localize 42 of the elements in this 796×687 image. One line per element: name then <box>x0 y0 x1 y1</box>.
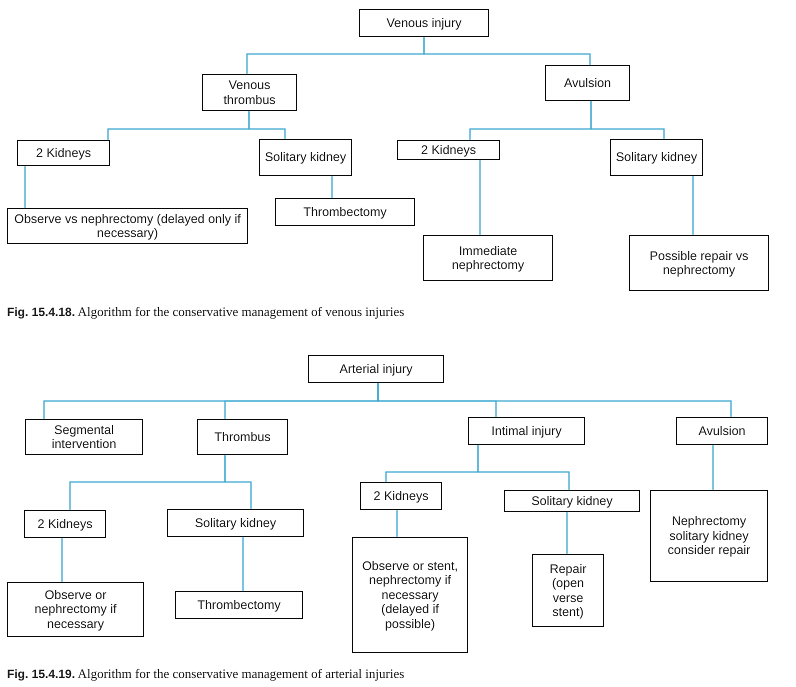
process-box: Segmental intervention <box>25 419 143 455</box>
connector-line <box>566 512 568 554</box>
connector-line <box>423 37 591 65</box>
connector-line <box>377 383 732 417</box>
process-box: Observe or nephrectomy if necessary <box>7 582 144 637</box>
figure-caption: Fig. 15.4.19. Algorithm for the conservative management of arterial injuries <box>7 666 404 682</box>
connector-line <box>24 166 26 208</box>
process-box: 2 Kidneys <box>397 140 500 160</box>
connector-line <box>712 445 714 490</box>
process-box: 2 Kidneys <box>360 482 442 510</box>
process-box: Thrombus <box>197 419 288 455</box>
process-box: Intimal injury <box>468 417 585 445</box>
process-box: Thrombectomy <box>175 591 303 619</box>
connector-line <box>242 537 244 591</box>
connector-line <box>692 176 694 235</box>
process-box: Repair (open verse stent) <box>532 554 604 627</box>
process-box: Observe vs nephrectomy (delayed only if necessary) <box>7 208 248 244</box>
process-box: Solitary kidney <box>504 490 640 512</box>
process-box: Solitary kidney <box>610 139 703 176</box>
process-box: Avulsion <box>676 417 768 445</box>
process-box: Thrombectomy <box>275 198 415 226</box>
process-box: Nephrectomy solitary kidney consider repair <box>650 490 768 582</box>
process-box: Possible repair vs nephrectomy <box>629 235 769 291</box>
process-box: Observe or stent, nephrectomy if necessary (delayed if possible) <box>352 537 468 653</box>
process-box: Solitary kidney <box>259 139 352 176</box>
process-box: Avulsion <box>545 65 630 101</box>
connector-line <box>479 160 481 235</box>
process-box: 2 Kidneys <box>24 510 106 538</box>
process-box: Solitary kidney <box>167 509 304 537</box>
connector-line <box>224 455 252 509</box>
connector-line <box>590 101 665 139</box>
process-box: Venous thrombus <box>202 74 297 111</box>
process-box: Venous injury <box>359 9 489 37</box>
connector-line <box>396 510 398 537</box>
connector-line <box>61 538 63 582</box>
connector-line <box>477 445 570 490</box>
figure-caption: Fig. 15.4.18. Algorithm for the conservative management of venous injuries <box>7 304 404 320</box>
connector-line <box>331 176 333 198</box>
process-box: 2 Kidneys <box>17 140 110 166</box>
process-box: Arterial injury <box>308 355 444 383</box>
process-box: Immediate nephrectomy <box>423 235 553 281</box>
connector-line <box>248 111 286 139</box>
